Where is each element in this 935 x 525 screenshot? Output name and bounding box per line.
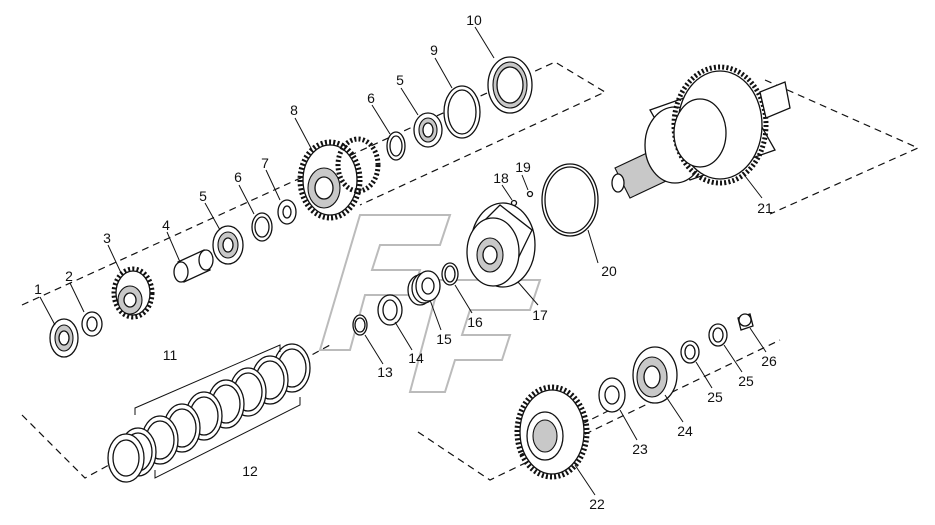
part-10-seal-ring (487, 56, 533, 114)
callout-3: 3 (103, 230, 111, 246)
callout-22: 22 (589, 496, 605, 512)
callout-24: 24 (677, 423, 693, 439)
part-25-ring-b (708, 323, 728, 347)
part-23-washer (598, 377, 626, 413)
callout-10: 10 (466, 12, 482, 28)
callout-21: 21 (757, 200, 773, 216)
callout-8: 8 (290, 102, 298, 118)
callout-16: 16 (467, 314, 483, 330)
callout-6-lower: 6 (234, 169, 242, 185)
part-24-bearing (632, 346, 678, 404)
part-6-ring-upper (386, 131, 406, 161)
callout-14: 14 (408, 350, 424, 366)
part-17-hub (466, 202, 536, 288)
part-15-spring (407, 270, 441, 306)
callout-13: 13 (377, 364, 393, 380)
part-4-sleeve (173, 249, 214, 283)
part-6-snap-ring (251, 212, 273, 242)
part-2-spacer (81, 311, 103, 337)
callout-25-a: 25 (707, 389, 723, 405)
callout-23: 23 (632, 441, 648, 457)
clutch-pack-brackets (134, 344, 301, 479)
part-5-bearing (212, 225, 244, 265)
part-9-circlip (443, 85, 481, 139)
part-7-washer (277, 199, 297, 225)
part-14-washer (377, 294, 403, 326)
part-20-o-ring (541, 163, 599, 237)
callout-12: 12 (242, 463, 258, 479)
part-3-gear (111, 266, 155, 320)
part-21-gear-shaft (611, 64, 791, 199)
part-19-pin (526, 190, 534, 198)
callout-20: 20 (601, 263, 617, 279)
part-5-bearing-upper (413, 112, 443, 148)
callout-11: 11 (163, 347, 178, 363)
part-16-snap-ring (441, 262, 459, 286)
callout-labels: 1 2 3 4 5 6 7 8 6 5 9 10 11 12 13 14 15 … (34, 12, 777, 512)
callout-19: 19 (515, 159, 531, 175)
assembly-boundary-lines (21, 61, 920, 481)
part-25-ring-a (680, 340, 700, 364)
callout-17: 17 (532, 307, 548, 323)
callout-18: 18 (493, 170, 509, 186)
part-13-snap-ring (352, 314, 368, 336)
callout-4: 4 (162, 217, 170, 233)
callout-1: 1 (34, 281, 42, 297)
callout-26: 26 (761, 353, 777, 369)
callout-5-upper: 5 (396, 72, 404, 88)
part-1-bearing (49, 318, 79, 358)
callout-7: 7 (261, 155, 269, 171)
leader-lines (39, 26, 767, 496)
part-8-gear (297, 136, 381, 221)
callout-25-b: 25 (738, 373, 754, 389)
callout-2: 2 (65, 268, 73, 284)
callout-9: 9 (430, 42, 438, 58)
part-26-plug (737, 313, 754, 331)
part-11-12-clutch-pack (107, 343, 311, 483)
callout-5-lower: 5 (199, 188, 207, 204)
callout-6-upper: 6 (367, 90, 375, 106)
callout-15: 15 (436, 331, 452, 347)
part-22-gear (514, 384, 590, 480)
